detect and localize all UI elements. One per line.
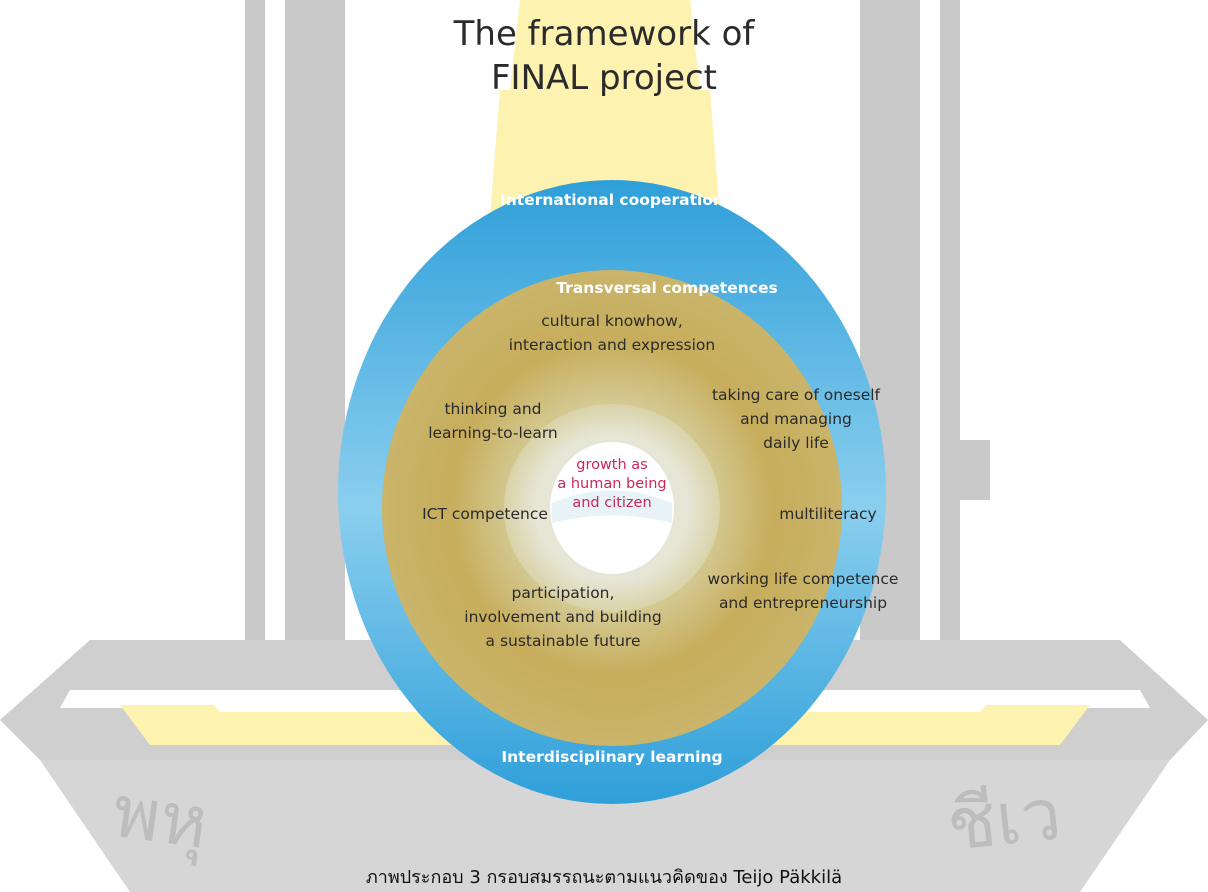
watermark-text-right: ชีเว [943, 771, 1065, 866]
outer-ring-bottom-label: Interdisciplinary learning [501, 748, 723, 766]
diagram-title-line1: The framework of [453, 14, 755, 54]
watermark-text-left: พหุ [107, 769, 213, 867]
competence-ict: ICT competence [422, 505, 548, 523]
framework-diagram: International cooperation Interdisciplin… [338, 178, 898, 806]
competence-multiliteracy: multiliteracy [779, 505, 877, 523]
middle-ring-heading: Transversal competences [556, 279, 778, 297]
competence-working: working life competence and entrepreneur… [707, 570, 899, 612]
figure-caption: ภาพประกอบ 3 กรอบสมรรถนะตามแนวคิดของ Teij… [365, 867, 843, 888]
competence-cultural: cultural knowhow, interaction and expres… [508, 312, 716, 354]
competence-selfcare: taking care of oneself and managing dail… [711, 386, 881, 452]
outer-ring-top-label: International cooperation [499, 191, 725, 209]
diagram-title-line2: FINAL project [490, 58, 718, 98]
center-circle [550, 442, 674, 574]
competence-participation: participation, involvement and building … [464, 584, 662, 650]
framework-rings [338, 180, 886, 804]
competence-thinking: thinking and learning-to-learn [428, 400, 558, 442]
center-label: growth as a human being and citizen [557, 457, 667, 511]
